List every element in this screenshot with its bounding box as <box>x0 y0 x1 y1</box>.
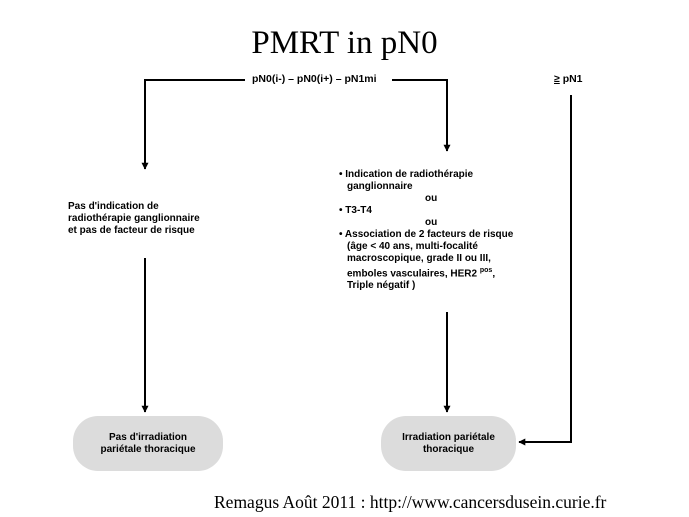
bullet-2-icon: • <box>339 205 346 216</box>
top-right-text: pN1 <box>562 73 583 85</box>
arrow-to-middle-condition <box>392 79 451 152</box>
outcome-no-irradiation: Pas d'irradiation pariétale thoracique <box>73 416 223 471</box>
outcome-left-line-2: pariétale thoracique <box>100 443 196 455</box>
arrow-pn1-to-outcome <box>518 95 572 446</box>
outcome-right-line-1: Irradiation pariétale <box>402 431 495 443</box>
detail-line-4: Triple négatif ) <box>347 280 416 292</box>
footer-source: Remagus Août 2011 : http://www.cancersdu… <box>214 492 607 512</box>
greater-equal-symbol: ≥ <box>554 73 560 85</box>
top-right-label: ≥ pN1 <box>554 73 583 85</box>
left-line-1: Pas d'indication de <box>68 201 159 212</box>
slide-title: PMRT in pN0 <box>251 25 438 61</box>
her2-superscript: pos <box>479 267 493 274</box>
detail-line-3: emboles vasculaires, HER2 pos, <box>347 267 496 280</box>
bullet-1-line-2: ganglionnaire <box>347 181 413 192</box>
outcome-left-line-1: Pas d'irradiation <box>109 431 187 443</box>
arrow-to-left-condition <box>141 79 245 170</box>
bullet-2-line: T3-T4 <box>345 205 372 216</box>
left-line-2: radiothérapie ganglionnaire <box>68 213 200 224</box>
left-condition-box: Pas d'indication de radiothérapie gangli… <box>68 201 200 237</box>
ou-2: ou <box>425 217 438 228</box>
bullet-3-icon: • <box>339 229 345 240</box>
bullet-1-icon: • <box>339 169 346 180</box>
left-line-3: et pas de facteur de risque <box>68 225 195 236</box>
detail-line-1: (âge < 40 ans, multi-focalité <box>347 241 478 252</box>
middle-condition-box: • Indication de radiothérapie ganglionna… <box>339 169 513 292</box>
outcome-right-line-2: thoracique <box>422 443 475 455</box>
detail-line-2: macroscopique, grade II ou III, <box>347 253 491 264</box>
outcome-irradiation: Irradiation pariétale thoracique <box>381 416 516 471</box>
top-center-label: pN0(i-) – pN0(i+) – pN1mi <box>252 73 377 85</box>
bullet-1-line-1: Indication de radiothérapie <box>345 169 474 180</box>
ou-1: ou <box>425 193 438 204</box>
bullet-3-line: Association de 2 facteurs de risque <box>344 229 514 240</box>
